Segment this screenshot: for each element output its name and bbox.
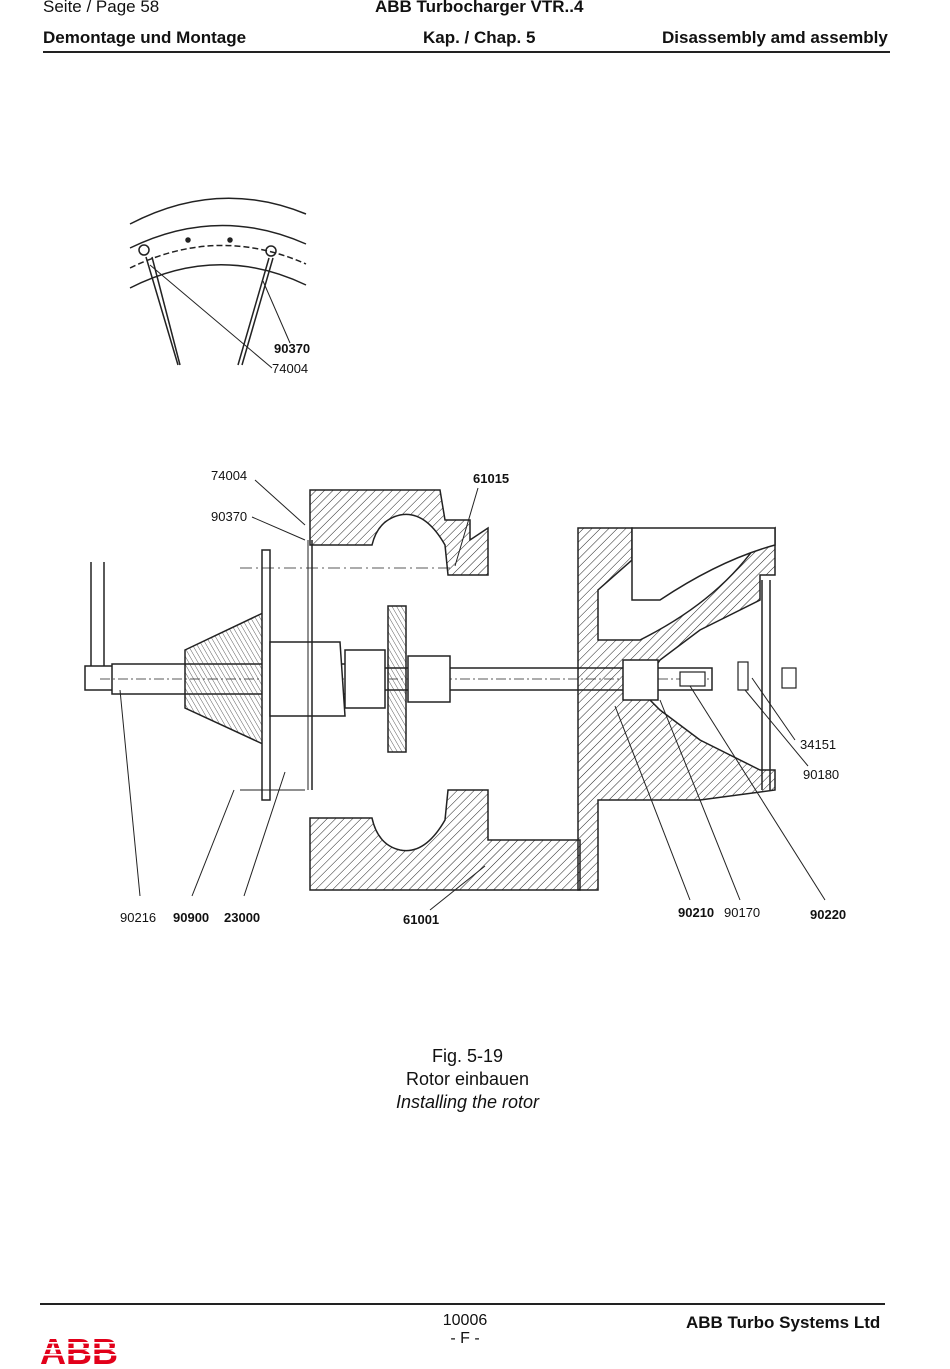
svg-text:ABB: ABB	[40, 1332, 118, 1368]
detail-callout-90370: 90370	[274, 341, 310, 356]
figure-title-en: Installing the rotor	[395, 1092, 540, 1112]
detail-view-ring	[129, 197, 307, 369]
callout-90170: 90170	[724, 905, 760, 920]
document-title: ABB Turbocharger VTR..4	[375, 0, 584, 16]
company-name: ABB Turbo Systems Ltd	[686, 1313, 881, 1332]
main-sectional-view	[84, 479, 826, 911]
figure-title-de: Rotor einbauen	[405, 1069, 530, 1089]
footer-rule	[40, 1303, 885, 1305]
callout-90370: 90370	[211, 509, 247, 524]
callout-61001: 61001	[403, 912, 439, 927]
callout-90180: 90180	[803, 767, 839, 782]
page-number: Seite / Page 58	[43, 0, 160, 16]
callout-90900: 90900	[173, 910, 209, 925]
header-rule	[43, 51, 890, 53]
callout-74004: 74004	[211, 468, 247, 483]
technical-drawing: 90370 74004	[84, 197, 846, 927]
callout-34151: 34151	[800, 737, 836, 752]
chapter-label: Kap. / Chap. 5	[423, 28, 536, 47]
callout-90216: 90216	[120, 910, 156, 925]
section-title-de: Demontage und Montage	[43, 28, 247, 47]
callout-90210: 90210	[678, 905, 714, 920]
callout-61015: 61015	[473, 471, 509, 486]
document-number: 10006	[442, 1312, 488, 1329]
abb-logo: ABB	[40, 1332, 120, 1368]
callout-90220: 90220	[810, 907, 846, 922]
figure-number: Fig. 5-19	[431, 1046, 504, 1066]
detail-callout-74004: 74004	[272, 361, 308, 376]
revision-label: - F -	[450, 1330, 480, 1347]
callout-23000: 23000	[224, 910, 260, 925]
section-title-en: Disassembly amd assembly	[662, 28, 888, 47]
